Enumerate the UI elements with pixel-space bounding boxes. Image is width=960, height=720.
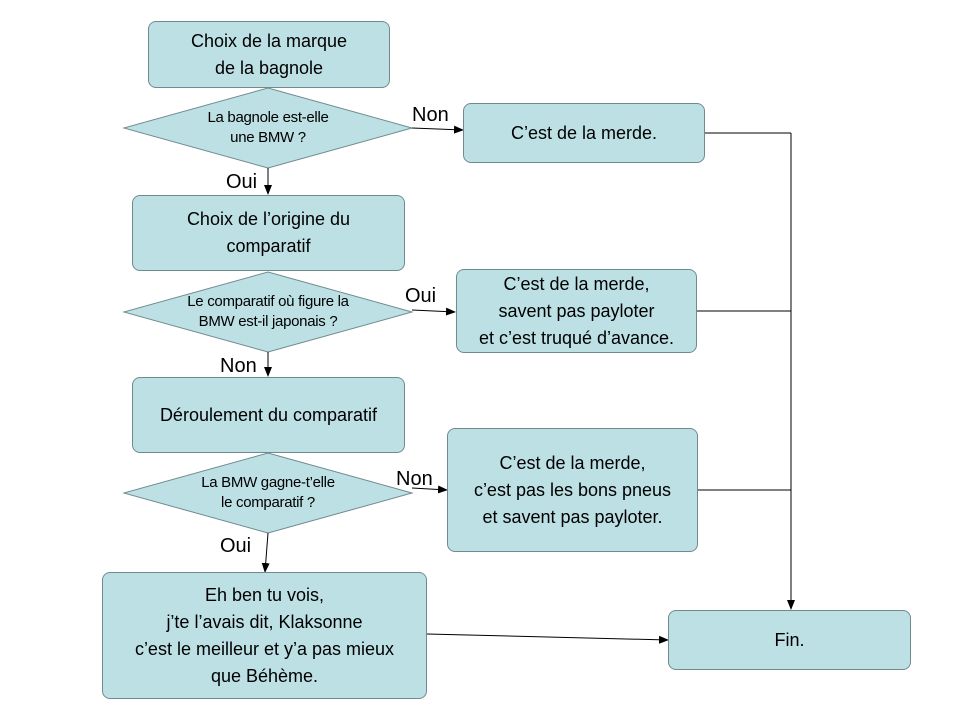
edge-label-d3-non: Non [396,468,433,490]
node-deroulement: Déroulement du comparatif [132,377,405,453]
node-fin: Fin. [668,610,911,670]
decision-label-japonais: Le comparatif où figure la BMW est-il ja… [187,293,349,330]
edge-label-d1-oui: Oui [226,171,258,193]
decision-diamond-japonais [122,271,414,353]
node-victoire: Eh ben tu vois, j’te l’avais dit, Klakso… [102,572,427,699]
edge-label-d1-non: Non [412,104,449,126]
decision-label-bmw: La bagnole est-elle une BMW ? [207,109,329,146]
node-choix-origine: Choix de l’origine du comparatif [132,195,405,271]
connector-d1-merde1 [411,125,464,134]
edge-label-d2-oui: Oui [405,285,437,307]
connector-d3-win [261,532,270,573]
node-merde-non-bmw: C’est de la merde. [463,103,705,163]
edge-label-d2-non: Non [220,355,257,377]
connector-win-fin [426,633,669,644]
connector-d3-merde3 [411,485,448,494]
node-choix-marque: Choix de la marque de la bagnole [148,21,390,88]
node-merde-japonais: C’est de la merde, savent pas payloter e… [456,269,697,353]
decision-diamond-gagne [122,452,414,534]
decision-label-gagne: La BMW gagne-t’elle le comparatif ? [201,474,335,511]
node-merde-perd: C’est de la merde, c’est pas les bons pn… [447,428,698,552]
edge-label-d3-oui: Oui [220,535,252,557]
connector-d2-merde2 [411,307,456,316]
